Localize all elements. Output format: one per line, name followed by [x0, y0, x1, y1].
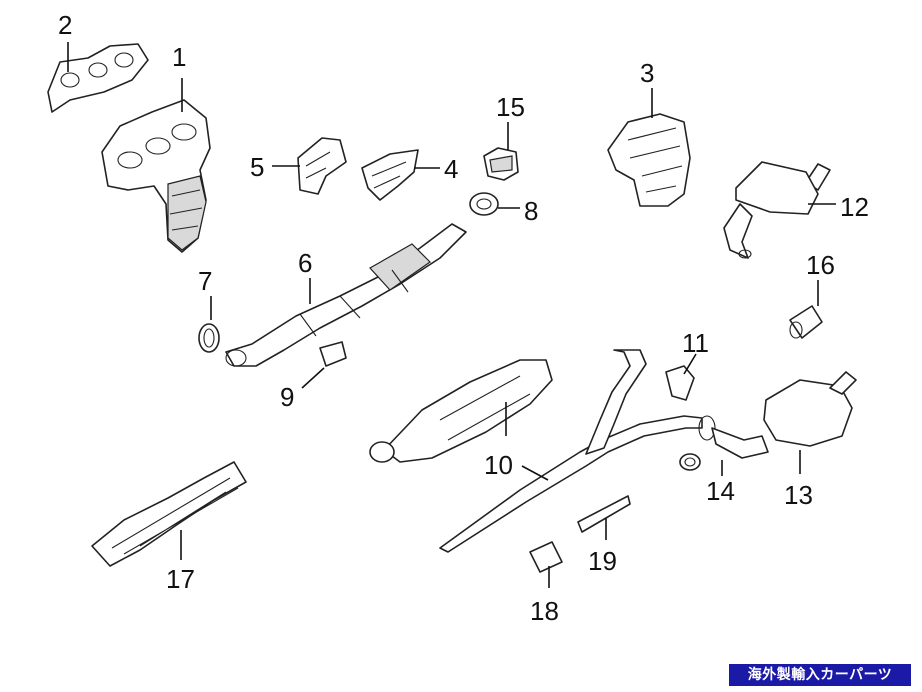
callout-17: 17: [166, 564, 195, 594]
leader-9: [301, 367, 325, 389]
callout-2: 2: [58, 10, 72, 40]
part-13-muffler: [711, 371, 857, 459]
callout-16: 16: [806, 250, 835, 280]
part-19-heat-shield: [577, 495, 631, 533]
part-18-heat-shield: [529, 541, 563, 573]
callout-15: 15: [496, 92, 525, 122]
callout-5: 5: [250, 152, 264, 182]
part-3-heat-shield: [607, 113, 691, 207]
part-15-hanger: [483, 147, 519, 181]
callout-7: 7: [198, 266, 212, 296]
part-2-manifold-gasket: [47, 43, 149, 113]
callout-4: 4: [444, 154, 458, 184]
callout-3: 3: [640, 58, 654, 88]
callout-18: 18: [530, 596, 559, 626]
part-4-heat-shield: [361, 149, 419, 201]
callout-12: 12: [840, 192, 869, 222]
part-14-flange-gasket: [679, 453, 701, 471]
callout-19: 19: [588, 546, 617, 576]
part-5-heat-shield: [297, 137, 347, 195]
part-17-heat-insulator: [91, 461, 247, 567]
callout-11: 11: [682, 328, 709, 358]
part-11-hanger-bracket: [665, 365, 695, 401]
callout-1: 1: [172, 42, 186, 72]
leader-10: [521, 465, 549, 481]
part-16-tail-pipe-tip: [789, 305, 823, 339]
part-10-center-pipe: [369, 349, 716, 553]
part-7-gasket-ring: [198, 323, 220, 353]
callout-13: 13: [784, 480, 813, 510]
part-8-flange-gasket: [469, 192, 499, 216]
callout-6: 6: [298, 248, 312, 278]
leader-11: [683, 353, 697, 375]
part-9-bracket: [319, 341, 347, 367]
callout-9: 9: [280, 382, 294, 412]
callout-14: 14: [706, 476, 735, 506]
part-12-muffler: [723, 161, 831, 259]
watermark-banner: 海外製輸入カーパーツ: [729, 664, 911, 686]
part-1-exhaust-manifold: [101, 99, 211, 253]
part-6-front-pipe: [225, 223, 467, 367]
callout-10: 10: [484, 450, 513, 480]
callout-8: 8: [524, 196, 538, 226]
